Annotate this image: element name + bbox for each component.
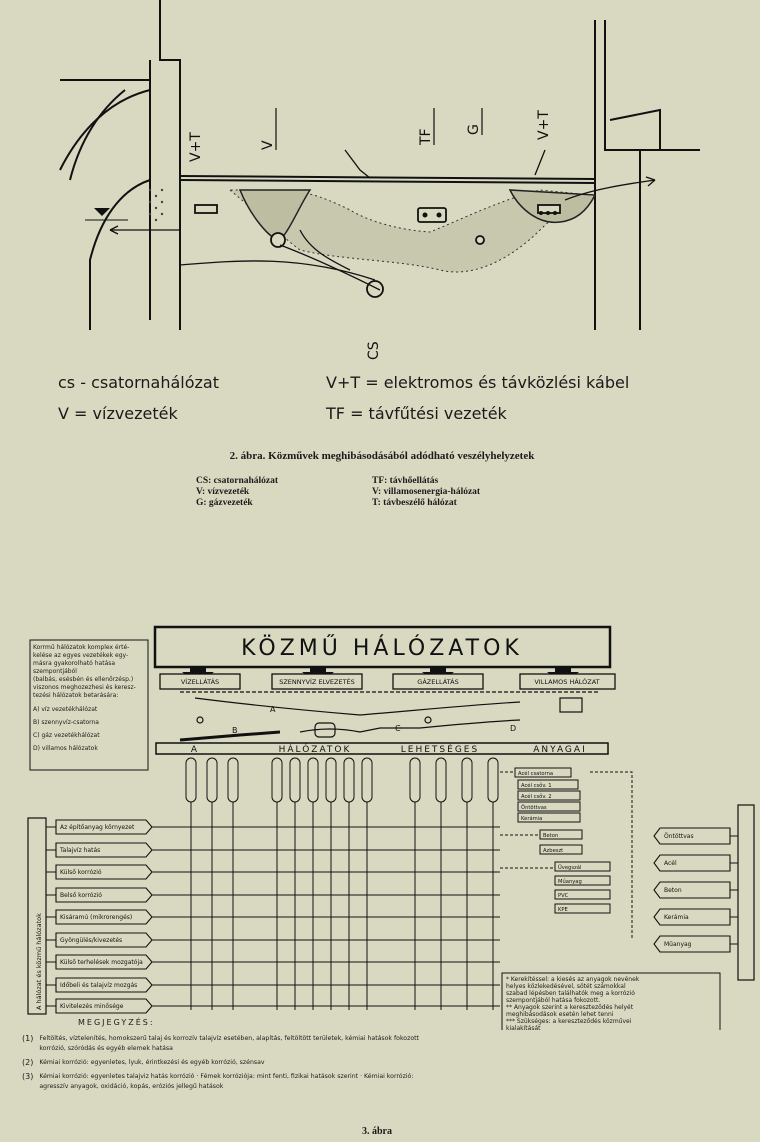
supply-box-3: VILLAMOS HÁLÓZAT	[534, 677, 599, 686]
material-5: Beton	[543, 833, 558, 839]
supply-box-0: VÍZELLÁTÁS	[181, 677, 219, 686]
figure-3: KÖZMŰ HÁLÓZATOK VÍZELLÁTÁS SZENNYVÍZ ELV…	[0, 610, 760, 1142]
sidebox-line-3: szempontjából	[33, 668, 77, 675]
bar-a: A	[191, 745, 199, 755]
left-column-label: A hálózat és közmű hálózatok	[34, 913, 43, 1010]
sidebox-line-4: (balbás, esésbén és ellenőrzésp.)	[33, 676, 134, 683]
bar-anyagai: ANYAGAI	[533, 745, 586, 755]
section-b: B	[232, 726, 238, 735]
section-a: A	[270, 705, 276, 714]
sidebox: Korrmű hálózatok komplex érté- kelése az…	[33, 644, 147, 753]
legend-cs: cs - csatornahálózat	[58, 373, 219, 392]
inset-line-6: *** Szükséges: a kereszteződés közművei	[506, 1018, 632, 1025]
figure-2: V+T V TF G V+T CS cs - csatornahálózat V…	[0, 0, 760, 510]
label-v-t-left: V+T	[188, 132, 204, 162]
right-box-3: Kerámia	[664, 914, 689, 921]
sidebox-line-10: D) villamos hálózatok	[33, 745, 98, 752]
label-v-t-right: V+T	[536, 110, 552, 140]
note-1: (1) Feltöltés, víztelenítés, homokszerű …	[22, 1034, 502, 1054]
left-item-6: Külső terhelések mozgatója	[60, 959, 143, 966]
section-c: C	[395, 724, 401, 733]
inset-line-7: kialakítását	[506, 1025, 541, 1032]
key-right-1: V: villamosenergia-hálózat	[372, 487, 481, 497]
material-9: PVC	[558, 893, 569, 899]
supply-box-1: SZENNYVÍZ ELVEZETÉS	[279, 677, 355, 686]
key-left-0: CS: csatornahálózat	[196, 476, 279, 486]
legend-v: V = vízvezeték	[58, 404, 178, 423]
inset-note: * Kerekítéssel: a kiesés az anyagok nevé…	[506, 976, 718, 1032]
note-2: (2) Kémiai korrózió: egyenletes, lyuk, é…	[22, 1058, 502, 1068]
notes: (1) Feltöltés, víztelenítés, homokszerű …	[22, 1034, 502, 1092]
label-tf: TF	[418, 128, 434, 146]
inset-line-4: ** Anyagok szerint a kereszteződés helyé…	[506, 1004, 634, 1011]
material-3: Öntöttvas	[521, 804, 547, 811]
sidebox-line-0: Korrmű hálózatok komplex érté-	[33, 644, 130, 651]
inset-line-0: * Kerekítéssel: a kiesés az anyagok nevé…	[506, 976, 640, 983]
sidebox-line-9: C) gáz vezetékhálózat	[33, 732, 100, 739]
note-1-num: (1)	[22, 1034, 34, 1043]
figure-2-caption: 2. ábra. Közművek meghibásodásából adódh…	[229, 450, 535, 462]
label-v: V	[260, 140, 276, 150]
notes-title: MEGJEGYZÉS:	[78, 1018, 155, 1027]
material-0: Acél csatorna	[518, 770, 553, 777]
sidebox-line-7: A) víz vezetékhálózat	[33, 706, 98, 713]
figure-2-drawing: V+T V TF G V+T CS	[59, 0, 700, 360]
bar-lehetseges: LEHETSÉGES	[401, 743, 479, 755]
inset-line-2: szabad lépésben találhatók meg a korrózi…	[506, 990, 635, 997]
key-right-2: T: távbeszélő hálózat	[372, 498, 457, 508]
left-item-1: Talajvíz hatás	[59, 847, 100, 854]
section-d: D	[510, 724, 516, 733]
left-item-7: Időbeli és talajvíz mozgás	[60, 982, 137, 989]
right-box-1: Acél	[664, 860, 677, 867]
material-10: KPE	[558, 907, 568, 913]
sidebox-line-1: kelése az egyes vezetékek egy-	[33, 652, 129, 659]
right-box-0: Öntöttvas	[664, 833, 694, 840]
figure-3-diagram: KÖZMŰ HÁLÓZATOK VÍZELLÁTÁS SZENNYVÍZ ELV…	[27, 625, 755, 1030]
left-item-5: Gyöngülés/kivezetés	[60, 937, 122, 944]
right-box-2: Beton	[664, 887, 682, 894]
material-2: Acél csőv. 2	[521, 793, 552, 800]
label-cs: CS	[366, 341, 382, 360]
key-right-0: TF: távhőellátás	[372, 476, 439, 486]
note-2-num: (2)	[22, 1058, 34, 1067]
note-3: (3) Kémiai korrózió: egyenletes talajviz…	[22, 1072, 502, 1092]
note-3-num: (3)	[22, 1072, 34, 1081]
label-g: G	[466, 124, 482, 135]
inset-line-3: szempontjából hatása fokozott.	[506, 997, 601, 1004]
key-left-1: V: vízvezeték	[196, 487, 250, 497]
left-item-2: Külső korrózió	[60, 869, 102, 876]
sidebox-line-6: tezési hálózatok betarására:	[33, 692, 119, 699]
note-2-text: Kémiai korrózió: egyenletes, lyuk, érint…	[39, 1059, 265, 1066]
material-7: Üvegszál	[558, 864, 581, 871]
left-item-4: Kisáramú (mikrorengés)	[60, 914, 132, 921]
note-1-text: Feltöltés, víztelenítés, homokszerű tala…	[39, 1035, 419, 1052]
legend-vt: V+T = elektromos és távközlési kábel	[326, 373, 630, 392]
figure-3-title: KÖZMŰ HÁLÓZATOK	[241, 635, 523, 661]
right-box-4: Műanyag	[664, 941, 692, 948]
material-6: Azbeszt	[543, 848, 563, 854]
material-1: Acél csőv. 1	[521, 782, 552, 789]
left-item-3: Belső korrózió	[60, 892, 102, 899]
material-4: Kerámia	[521, 815, 542, 822]
note-3-text: Kémiai korrózió: egyenletes talajviz hat…	[39, 1073, 414, 1090]
left-item-0: Az építőanyag környezet	[60, 824, 135, 831]
left-item-8: Kivitelezés minősége	[60, 1003, 124, 1010]
inset-line-5: meghibásodások esetén lehet tenni	[506, 1011, 614, 1018]
sidebox-line-2: másra gyakorolható hatása	[33, 660, 116, 667]
sidebox-line-8: B) szennyvíz-csatorna	[33, 719, 99, 726]
key-left-2: G: gázvezeték	[196, 498, 253, 508]
legend-tf: TF = távfűtési vezeték	[326, 404, 507, 423]
inset-line-1: helyes közlekedésével, sötét számokkal	[506, 983, 626, 990]
material-8: Műanyag	[558, 879, 582, 885]
bar-halozatok: HÁLÓZATOK	[279, 743, 352, 755]
figure-3-caption: 3. ábra	[362, 1126, 392, 1137]
sidebox-line-5: viszonos meghozezhesi és keresz-	[33, 684, 136, 691]
supply-box-2: GÁZELLÁTÁS	[417, 677, 458, 686]
